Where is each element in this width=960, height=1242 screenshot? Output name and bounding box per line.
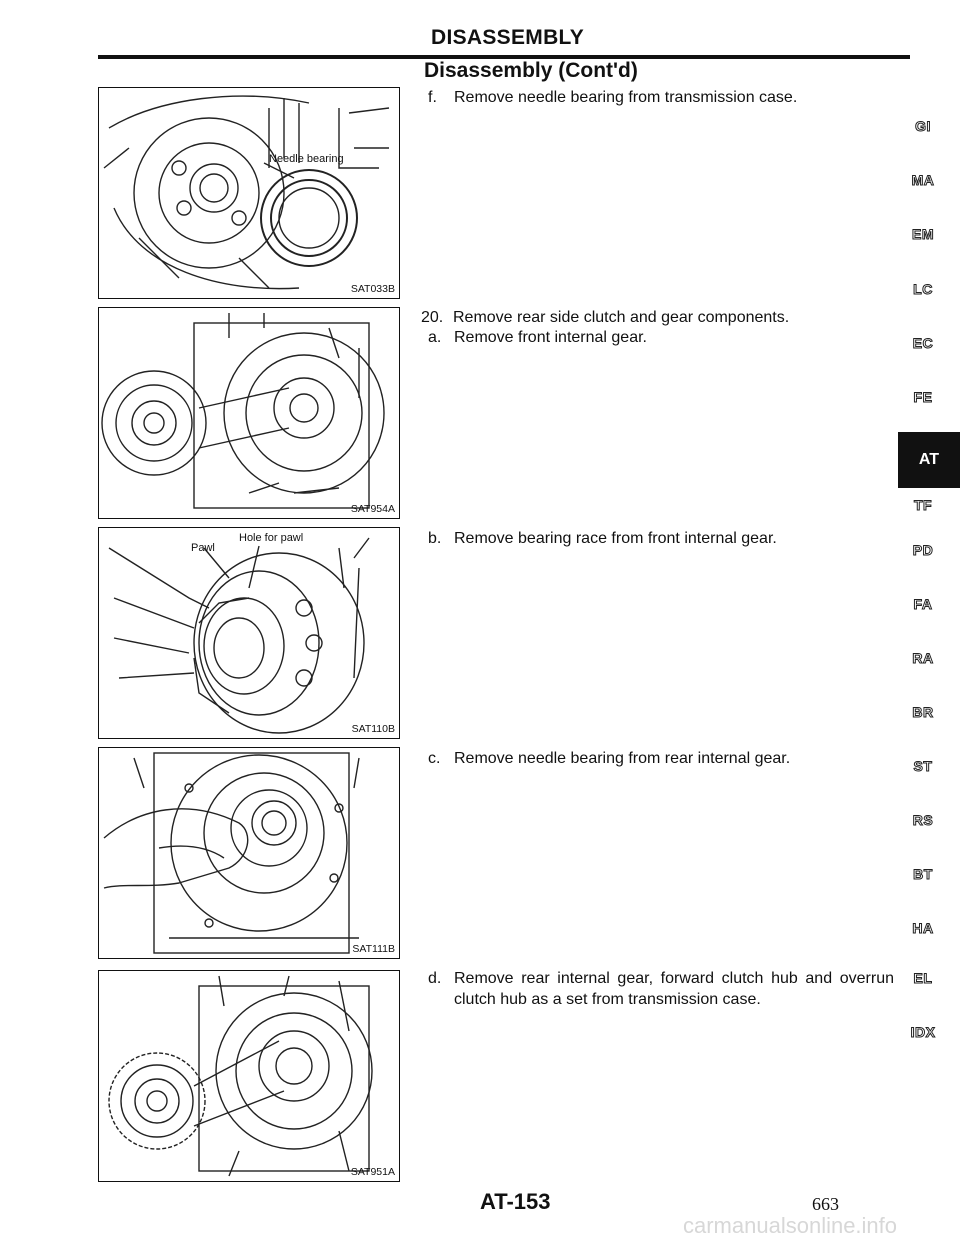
step-b: b. Remove bearing race from front interna… (428, 528, 777, 549)
step-d: d. Remove rear internal gear, forward clu… (428, 968, 894, 1010)
figure-needle-bearing-rear: SAT111B (98, 747, 400, 959)
side-index-br[interactable]: BR (912, 704, 934, 721)
figure-rear-internal-gear-set: SAT951A (98, 970, 400, 1182)
figure-code: SAT951A (350, 1166, 395, 1178)
step-text: Remove rear side clutch and gear compone… (453, 309, 790, 326)
figure-rear-internal-gear-set-illustration (108, 975, 373, 1177)
figure-label-hole-for-pawl: Hole for pawl (239, 532, 304, 544)
figure-code: SAT954A (350, 503, 395, 515)
figure-label-needle-bearing: Needle bearing (269, 153, 344, 165)
side-index-at-active[interactable]: AT (898, 432, 960, 488)
figure-needle-bearing-illustration (103, 95, 390, 290)
side-index-tf[interactable]: TF (913, 497, 933, 514)
step-20: 20. Remove rear side clutch and gear comp… (421, 307, 789, 328)
step-number: b. (428, 530, 442, 547)
page-number: 663 (812, 1194, 839, 1214)
figure-label-pawl: Pawl (191, 542, 215, 554)
side-index-rs[interactable]: RS (912, 812, 934, 829)
step-text: Remove rear internal gear, forward clutc… (454, 970, 894, 1008)
side-index-fe[interactable]: FE (913, 389, 933, 406)
step-text: Remove needle bearing from transmission … (454, 89, 798, 106)
side-index-em[interactable]: EM (912, 226, 935, 243)
step-number: f. (428, 89, 437, 106)
side-index-bt[interactable]: BT (913, 866, 933, 883)
side-index-ma[interactable]: MA (911, 172, 935, 189)
figure-front-internal-gear-illustration (101, 313, 385, 509)
page-code: AT-153 (480, 1189, 551, 1214)
side-index-ha[interactable]: HA (912, 920, 934, 937)
step-text: Remove front internal gear. (454, 329, 647, 346)
page-header-title: DISASSEMBLY (431, 26, 585, 49)
step-number: a. (428, 329, 442, 346)
side-index-idx[interactable]: IDX (910, 1024, 936, 1041)
step-number: c. (428, 750, 441, 767)
side-index-el[interactable]: EL (913, 970, 933, 987)
step-a: a. Remove front internal gear. (428, 327, 647, 348)
step-text: Remove bearing race from front internal … (454, 530, 777, 547)
side-index-lc[interactable]: LC (913, 281, 933, 298)
figure-needle-bearing-rear-illustration (103, 752, 360, 954)
figure-code: SAT110B (351, 723, 395, 735)
step-f: f. Remove needle bearing from transmissio… (428, 87, 797, 108)
side-index-gi[interactable]: GI (915, 118, 931, 135)
figure-code: SAT033B (350, 283, 395, 295)
figure-needle-bearing: Needle bearing SAT033B (98, 87, 400, 299)
side-index-fa[interactable]: FA (913, 596, 933, 613)
side-index-ra[interactable]: RA (912, 650, 934, 667)
side-index-pd[interactable]: PD (912, 542, 934, 559)
side-index-st[interactable]: ST (913, 758, 933, 775)
header-rule (98, 55, 910, 59)
step-number: 20. (421, 309, 444, 326)
section-title: Disassembly (Cont'd) (424, 59, 638, 82)
step-c: c. Remove needle bearing from rear intern… (428, 748, 790, 769)
figure-bearing-race-illustration (108, 537, 370, 734)
step-number: d. (428, 970, 442, 987)
watermark-text[interactable]: carmanualsonline.info (683, 1213, 898, 1238)
side-index-ec[interactable]: EC (912, 335, 934, 352)
figure-code: SAT111B (352, 943, 395, 955)
step-text: Remove needle bearing from rear internal… (454, 750, 791, 767)
figure-front-internal-gear: SAT954A (98, 307, 400, 519)
figure-bearing-race: Pawl Hole for pawl SAT110B (98, 527, 400, 739)
